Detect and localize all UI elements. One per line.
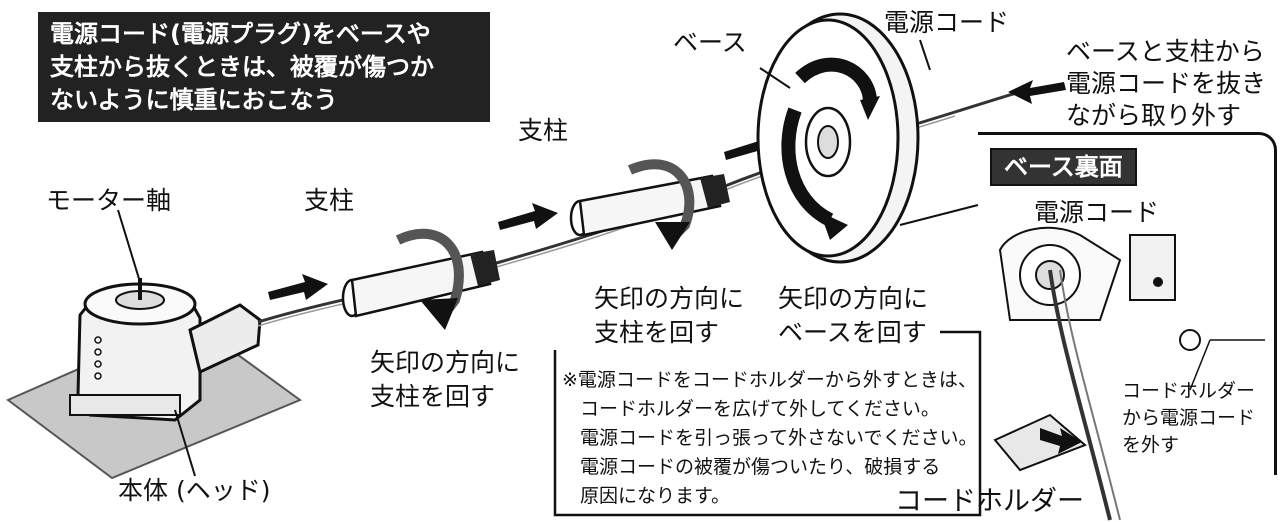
rotate-pillar-2-label: 矢印の方向に 支柱を回す [594,282,744,350]
cord-holder-label: コードホルダー [895,486,1084,517]
rotate-pillar-2-line-1: 矢印の方向に [594,284,745,313]
rotate-pillar-1-label: 矢印の方向に 支柱を回す [370,346,520,414]
detail-power-cord-label: 電源コード [1034,198,1160,227]
base-wheel [756,12,920,264]
holder-remove-line-1: コードホルダー [1122,380,1256,402]
pillar-1-shape [341,228,500,330]
push-arrow-2 [498,203,558,230]
note-line-5: 原因になります。 [580,485,731,507]
body-head-label: 本体 (ヘッド) [118,476,271,505]
pull-out-line-2: 電源コードを抜き [1066,69,1267,98]
pull-arrow [1008,80,1066,104]
note-line-1: ※電源コードをコードホルダーから外すときは、 [562,369,977,391]
holder-remove-label: コードホルダー から電源コード を外す [1122,378,1255,459]
rotate-base-label: 矢印の方向に ベースを回す [778,282,928,350]
pull-out-line-3: ながら取り外す [1066,101,1242,130]
warning-box: 電源コード(電源プラグ)をベースや 支柱から抜くときは、被覆が傷つか ないように… [38,12,490,122]
detail-illustration [993,226,1265,521]
note-text: ※電源コードをコードホルダーから外すときは、 コードホルダーを広げて外してくださ… [562,366,977,511]
note-line-2: コードホルダーを広げて外してください。 [580,398,940,420]
detail-frame [978,132,1277,475]
pillar-2-label: 支柱 [518,116,569,145]
push-arrow-1 [268,274,328,300]
rotate-base-line-2: ベースを回す [778,318,927,347]
warning-line-1: 電源コード(電源プラグ)をベースや [50,20,431,48]
head-body [69,282,262,422]
pillar-2-shape [569,159,730,250]
rotate-pillar-2-line-2: 支柱を回す [594,318,720,347]
rotate-pillar-1-line-1: 矢印の方向に [370,348,521,377]
rotate-pillar-1-line-2: 支柱を回す [370,382,496,411]
pull-out-label: ベースと支柱から 電源コードを抜き ながら取り外す [1066,36,1266,132]
note-line-3: 電源コードを引っ張って外さないでください。 [580,427,978,449]
pillar-1-label: 支柱 [304,186,355,215]
holder-remove-line-2: から電源コード [1122,407,1256,429]
pull-out-line-1: ベースと支柱から [1066,37,1265,66]
motor-shaft-label: モーター軸 [46,186,172,215]
rotate-base-line-1: 矢印の方向に [778,284,929,313]
base-label: ベース [673,28,747,57]
base-back-title: ベース裏面 [990,148,1137,187]
power-cord-top-label: 電源コード [884,8,1010,37]
note-frame [553,330,982,517]
warning-line-2: 支柱から抜くときは、被覆が傷つか [50,53,434,81]
holder-remove-line-3: を外す [1122,434,1180,456]
note-line-4: 電源コードの被覆が傷ついたり、破損する [580,456,941,478]
warning-line-3: ないように慎重におこなう [50,86,338,114]
